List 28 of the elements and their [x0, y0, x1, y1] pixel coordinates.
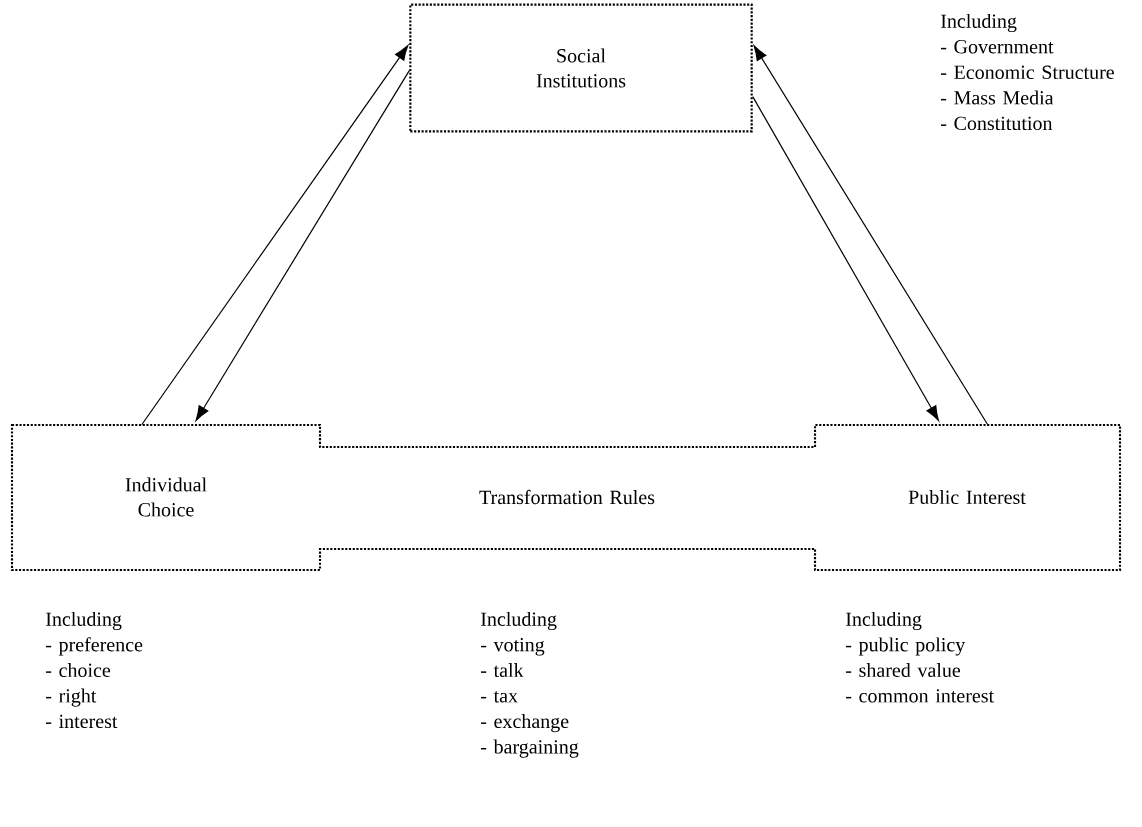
list-item: - bargaining [481, 739, 579, 758]
list-heading: Including [481, 611, 557, 631]
arrow [141, 45, 409, 426]
list-item: - Constitution [941, 116, 1053, 131]
list-item: - interest [46, 714, 118, 729]
list-item: - Government [941, 40, 1054, 54]
list-heading: Including [846, 611, 922, 631]
list-heading: Including [941, 13, 1017, 33]
arrow [753, 45, 989, 426]
list-item: - tax [481, 691, 518, 703]
list-item: - exchange [481, 714, 569, 733]
list-item: - preference [46, 637, 143, 656]
arrow [195, 70, 410, 422]
arrow [752, 96, 939, 421]
list-item: - Economic Structure [941, 65, 1114, 79]
region-label: Transformation Rules [479, 489, 655, 505]
list-item: - common interest [846, 689, 994, 703]
list-item: - voting [481, 638, 545, 656]
list-item: - choice [46, 662, 111, 677]
dotted-box: Social Institutions [409, 3, 753, 133]
region-label: Individual Choice [125, 477, 207, 517]
list-heading: Including [46, 611, 122, 631]
list-item: - public policy [846, 637, 966, 656]
list-item: - shared value [846, 662, 961, 677]
list-item: - Mass Media [941, 90, 1054, 105]
list-item: - talk [481, 662, 524, 677]
list-item: - right [46, 688, 97, 707]
region-label: Public Interest [908, 489, 1026, 504]
